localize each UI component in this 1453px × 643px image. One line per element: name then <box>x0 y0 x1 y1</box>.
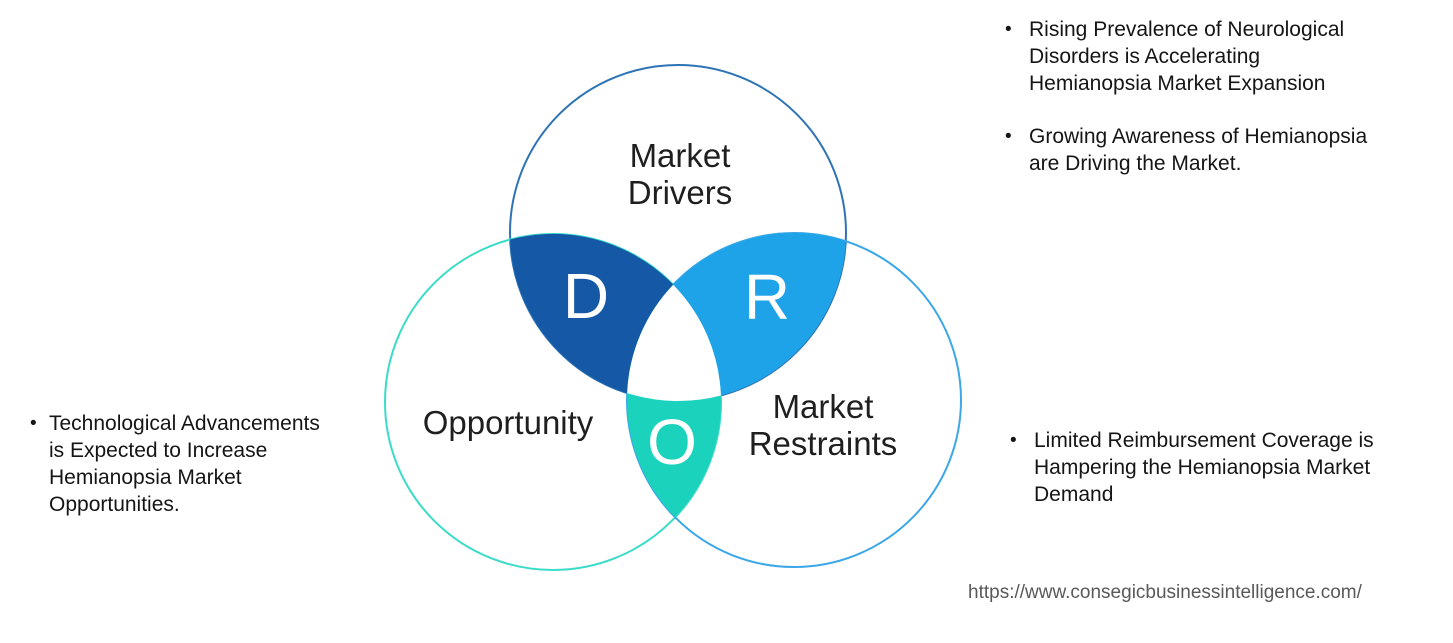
bullet-icon: • <box>1005 19 1012 40</box>
drivers-bullet-1-text: Rising Prevalence of Neurological Disord… <box>1029 18 1345 95</box>
opportunity-bullet-1-text: Technological Advancements is Expected t… <box>49 412 320 516</box>
restraints-bullet-1: • Limited Reimbursement Coverage is Hamp… <box>1010 427 1435 508</box>
bullet-icon: • <box>1010 430 1017 451</box>
market-drivers-label-line2: Drivers <box>628 174 733 211</box>
opportunity-bullet-list: • Technological Advancements is Expected… <box>30 410 400 518</box>
restraints-bullet-list: • Limited Reimbursement Coverage is Hamp… <box>1010 427 1435 508</box>
market-drivers-label-line1: Market <box>630 137 731 174</box>
drivers-bullet-1: • Rising Prevalence of Neurological Diso… <box>1005 16 1435 97</box>
letter-d: D <box>563 260 609 332</box>
market-restraints-circle <box>626 232 962 568</box>
bullet-icon: • <box>1005 126 1012 147</box>
restraints-bullet-1-text: Limited Reimbursement Coverage is Hamper… <box>1034 429 1374 506</box>
market-restraints-label-line1: Market <box>773 388 874 425</box>
letter-r: R <box>744 261 790 333</box>
center-intersection <box>627 284 721 402</box>
bullet-icon: • <box>30 413 37 434</box>
drivers-bullet-list: • Rising Prevalence of Neurological Diso… <box>1005 16 1435 177</box>
letter-o: O <box>647 406 697 478</box>
website-url: https://www.consegicbusinessintelligence… <box>968 582 1362 603</box>
opportunity-label: Opportunity <box>423 404 594 441</box>
market-restraints-label-line2: Restraints <box>749 425 898 462</box>
opportunity-bullet-1: • Technological Advancements is Expected… <box>30 410 400 518</box>
drivers-bullet-2-text: Growing Awareness of Hemianopsia are Dri… <box>1029 125 1368 175</box>
drivers-bullet-2: • Growing Awareness of Hemianopsia are D… <box>1005 123 1435 177</box>
